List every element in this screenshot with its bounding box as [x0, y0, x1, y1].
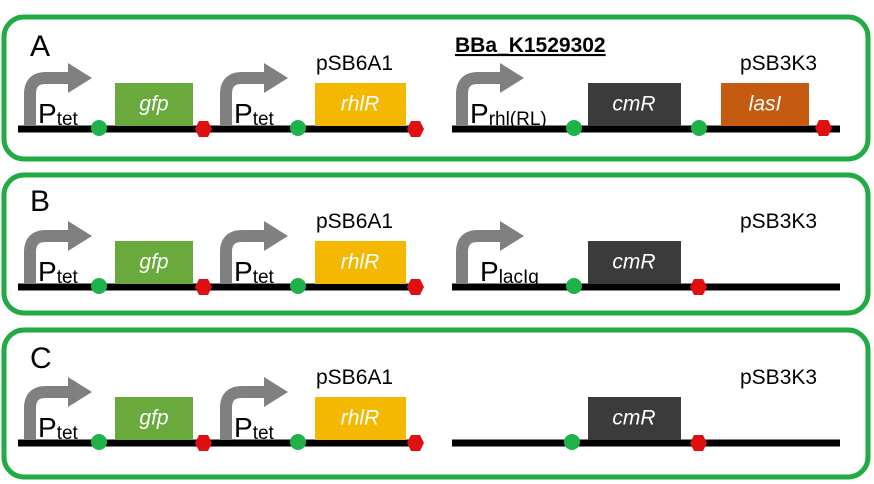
promoter-arrow-icon: [24, 63, 92, 126]
promoter-arrow-icon: [456, 221, 524, 284]
gene-gfp: [115, 397, 193, 440]
promoter-arrow-icon: [220, 377, 288, 440]
promoter-arrow-icon: [24, 221, 92, 284]
terminator-icon: [690, 435, 707, 451]
gene-rhlR: [315, 241, 406, 284]
rbs-icon: [91, 120, 107, 136]
gene-gfp: [115, 241, 193, 284]
promoter-label: PlacIq: [480, 256, 539, 288]
promoter-label: Ptet: [234, 256, 275, 288]
panel-c-letter: C: [30, 342, 52, 375]
gene-gfp-label: gfp: [139, 93, 168, 116]
gene-rhlR-label: rhlR: [341, 93, 380, 116]
rbs-icon: [290, 278, 306, 294]
panel-b-letter: B: [30, 185, 50, 218]
gene-lasI-label: lasI: [749, 93, 782, 116]
panel-c-frame: [1, 327, 871, 480]
terminator-icon: [815, 120, 832, 136]
panel-c: C Ptet gfp Ptet rhlR pSB6A1 pSB3K3 cmR: [1, 327, 871, 480]
panel-a-frame: [1, 14, 871, 162]
rbs-icon: [566, 120, 582, 136]
gene-cmR: [588, 83, 681, 126]
rbs-icon: [564, 434, 580, 450]
promoter-label: Ptet: [38, 98, 79, 130]
panel-b-frame: [1, 172, 871, 316]
terminator-icon: [195, 279, 212, 295]
gene-lasI: [721, 83, 809, 126]
promoter-label: Ptet: [234, 412, 275, 444]
left-plasmid-label: pSB6A1: [316, 52, 393, 75]
left-plasmid-label: pSB6A1: [316, 210, 393, 233]
promoter-arrow-icon: [456, 63, 524, 126]
terminator-icon: [407, 435, 424, 451]
gene-gfp-label: gfp: [139, 407, 168, 430]
terminator-icon: [407, 279, 424, 295]
rbs-icon: [566, 278, 582, 294]
terminator-icon: [195, 435, 212, 451]
rbs-icon: [91, 278, 107, 294]
panel-a: A Ptet gfp Ptet rhlR pSB6A1 BBa_K15293: [1, 14, 871, 162]
rbs-icon: [290, 120, 306, 136]
rbs-icon: [290, 434, 306, 450]
gene-rhlR: [315, 397, 406, 440]
terminator-icon: [407, 121, 424, 137]
gene-gfp: [115, 83, 193, 126]
terminator-icon: [690, 279, 707, 295]
gene-gfp-label: gfp: [139, 251, 168, 274]
terminator-icon: [195, 121, 212, 137]
gene-cmR: [588, 241, 681, 284]
promoter-label: Ptet: [38, 412, 79, 444]
promoter-label: Ptet: [234, 98, 275, 130]
right-plasmid-label: pSB3K3: [740, 52, 817, 75]
gene-cmR: [588, 397, 681, 440]
rbs-icon: [91, 434, 107, 450]
gene-cmR-label: cmR: [612, 251, 655, 274]
part-title: BBa_K1529302: [455, 34, 606, 57]
gene-cmR-label: cmR: [612, 407, 655, 430]
gene-rhlR-label: rhlR: [341, 251, 380, 274]
right-plasmid-label: pSB3K3: [740, 210, 817, 233]
left-plasmid-label: pSB6A1: [316, 366, 393, 389]
gene-rhlR: [315, 83, 406, 126]
gene-rhlR-label: rhlR: [341, 407, 380, 430]
right-plasmid-label: pSB3K3: [740, 366, 817, 389]
panel-a-letter: A: [30, 30, 50, 63]
promoter-arrow-icon: [220, 63, 288, 126]
promoter-arrow-icon: [24, 377, 92, 440]
promoter-label: Ptet: [38, 256, 79, 288]
promoter-arrow-icon: [220, 221, 288, 284]
gene-cmR-label: cmR: [612, 93, 655, 116]
rbs-icon: [691, 120, 707, 136]
promoter-label: Prhl(RL): [470, 98, 547, 130]
panel-b: B Ptet gfp Ptet rhlR pSB6A1 pSB3K3: [1, 172, 871, 316]
